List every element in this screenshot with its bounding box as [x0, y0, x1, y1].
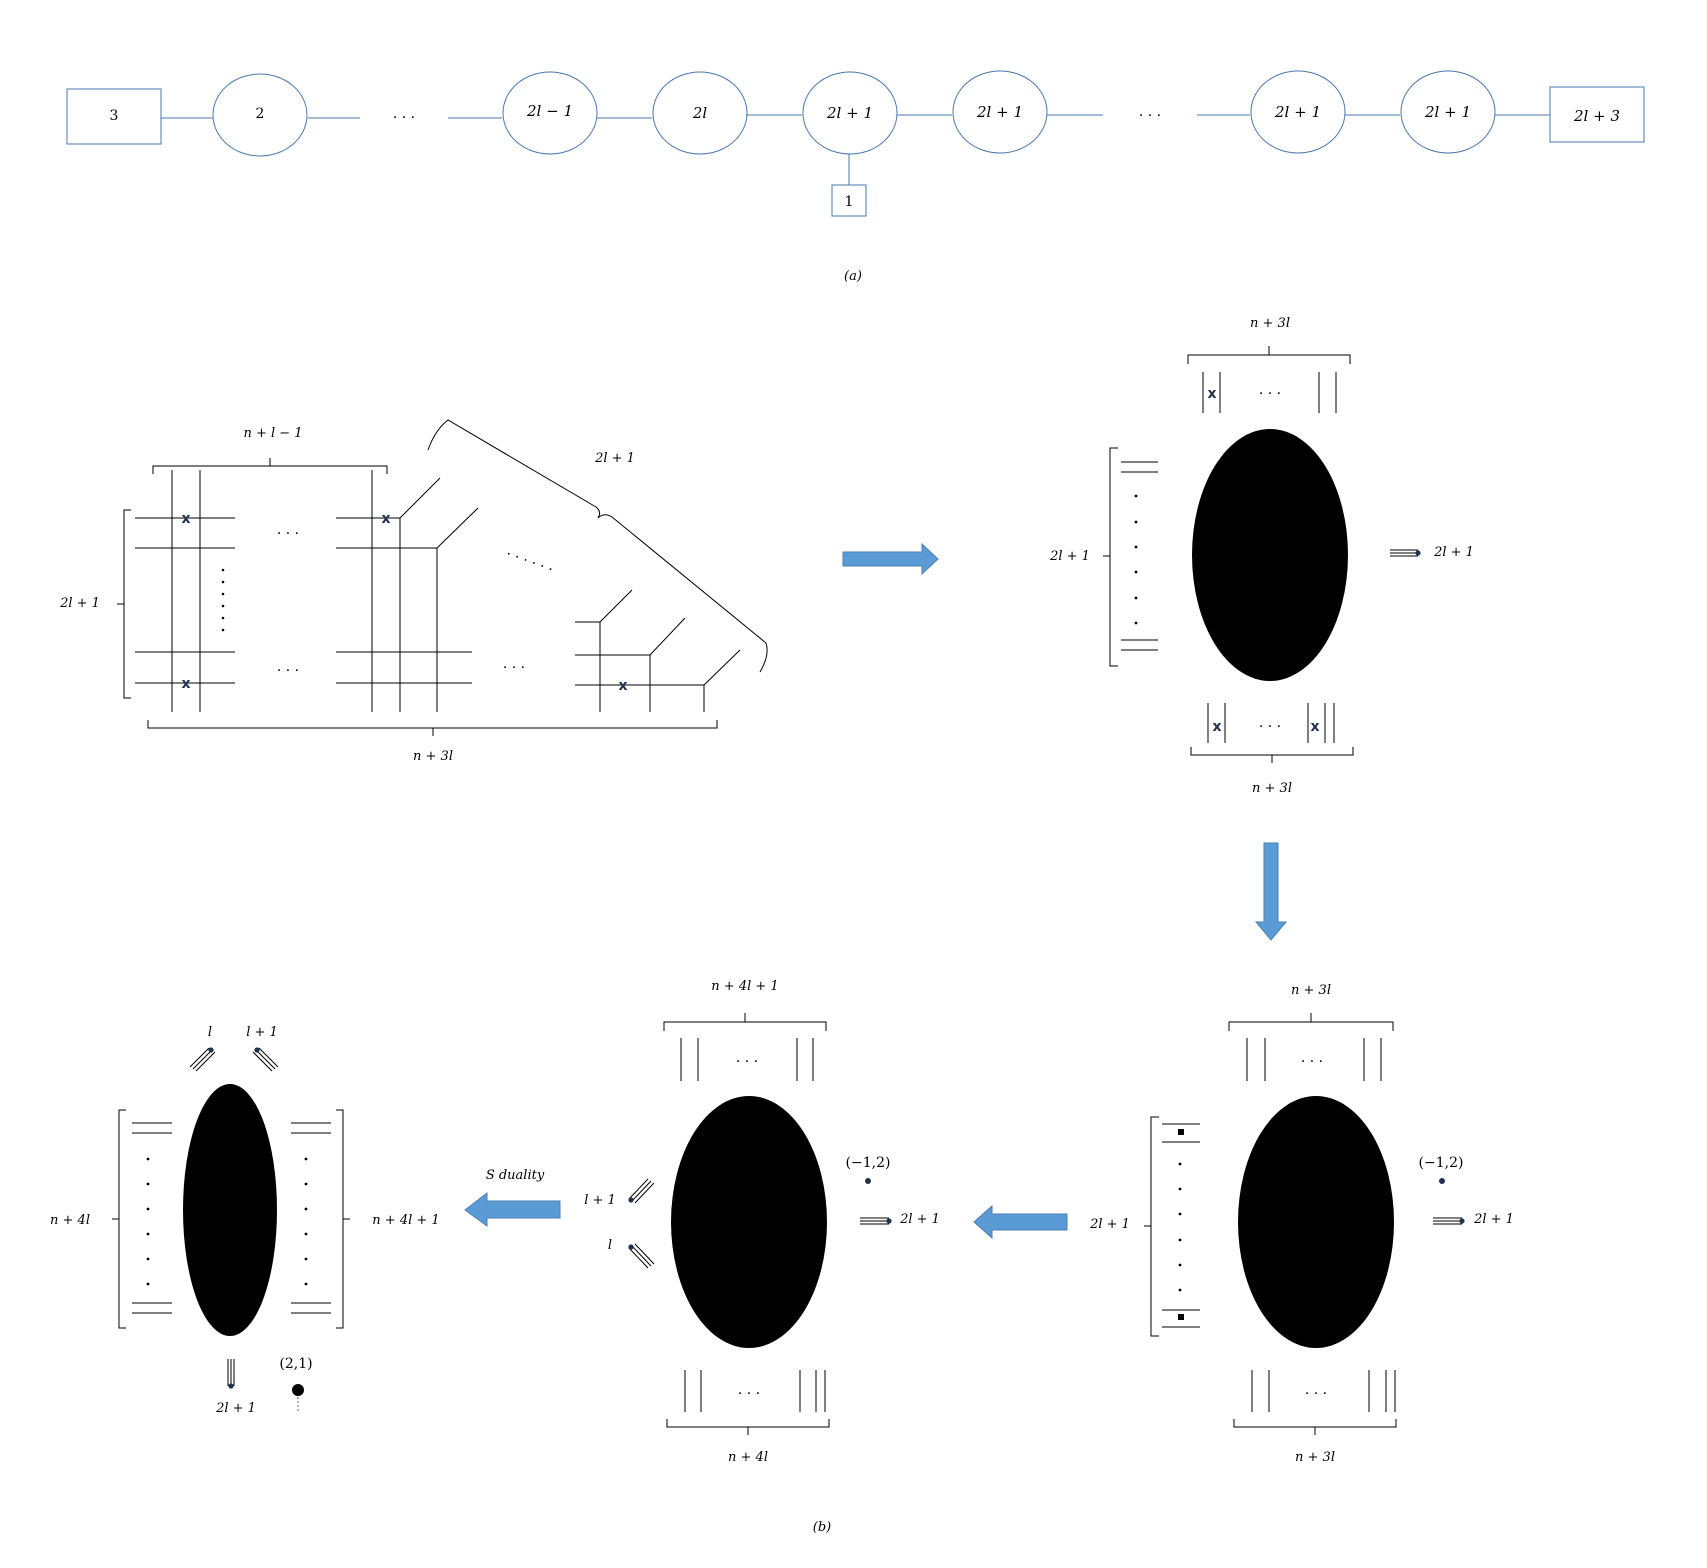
node-label: 2l + 1	[826, 104, 873, 122]
ellipsis: · · ·	[1259, 719, 1281, 735]
node-label: 2l + 1	[1424, 103, 1471, 121]
web1-braces	[117, 419, 768, 736]
web1-labels: n + l − 1 2l + 1 n + 3l 2l + 1	[59, 426, 635, 764]
node-label: 2l	[692, 104, 708, 122]
web-3: · · · · · · n + 3l 2l + 1 2l + 1 n + 3l …	[1089, 983, 1514, 1465]
web-5: l l + 1 n + 4l n + 4l + 1 2l + 1 (2,1)	[50, 1025, 440, 1416]
brace-label: n + 3l	[1250, 316, 1290, 331]
web-2: x x x · · · · · · n + 3l 2l + 1 2l + 1 n +…	[1049, 316, 1474, 796]
brace-label: 2l + 1	[215, 1401, 256, 1416]
x-mark: x	[181, 511, 190, 527]
gauge-node	[652, 71, 748, 155]
caption-a: (a)	[844, 269, 862, 284]
brace-label: 2l + 1	[1433, 545, 1474, 560]
node-label: 1	[845, 194, 854, 210]
node-label: 3	[110, 108, 119, 124]
svg-text:· · ·: · · ·	[1301, 1054, 1323, 1070]
ellipsis: · · ·	[393, 110, 415, 126]
ellipsis: · · ·	[1259, 386, 1281, 402]
brace-label: n + l − 1	[243, 426, 302, 441]
flavor-node-3	[66, 88, 162, 145]
gauge-node	[212, 73, 308, 157]
charge-label: (2,1)	[279, 1356, 312, 1372]
gauge-node	[952, 70, 1048, 154]
web1-dots: · · · · · · · · · · · · · · ·	[221, 526, 555, 679]
black-ellipse	[671, 1096, 827, 1348]
caption-b: (b)	[813, 1520, 831, 1535]
node-label: 2l + 3	[1573, 107, 1620, 125]
charge-label: (−1,2)	[1419, 1155, 1464, 1171]
brace-label: n + 4l	[728, 1450, 768, 1465]
x-mark: x	[618, 678, 627, 694]
flavor-node-1	[831, 184, 867, 217]
brace-label: n + 3l	[413, 749, 453, 764]
svg-text:· · ·: · · ·	[1305, 1386, 1327, 1402]
arrow-down	[1254, 842, 1288, 941]
web1-crosses: x x x x	[181, 511, 627, 694]
svg-text:x: x	[1207, 386, 1216, 402]
x-mark: x	[381, 511, 390, 527]
brace-label: 2l + 1	[1473, 1212, 1514, 1227]
brace-label: n + 3l	[1252, 781, 1292, 796]
ellipsis: · · ·	[277, 526, 299, 542]
svg-text:· · ·: · · ·	[736, 1054, 758, 1070]
ellipsis: · · ·	[1139, 108, 1161, 124]
flavor-node-2l3	[1549, 86, 1645, 143]
brace-label: 2l + 1	[594, 451, 635, 466]
black-ellipse	[183, 1084, 277, 1336]
svg-text:· · ·: · · ·	[738, 1386, 760, 1402]
brace-label: l + 1	[246, 1025, 278, 1040]
arrow-left	[973, 1204, 1068, 1240]
brace-label: n + 4l + 1	[711, 979, 778, 994]
charge-label: (−1,2)	[846, 1155, 891, 1171]
x-mark: x	[181, 676, 190, 692]
ellipsis: · · ·	[503, 660, 525, 676]
svg-text:x: x	[1310, 719, 1319, 735]
node-label: 2l − 1	[526, 102, 573, 120]
arrow-right	[842, 542, 939, 576]
brace-label: 2l + 1	[899, 1212, 940, 1227]
ellipsis: · · ·	[277, 663, 299, 679]
node-label: 2l + 1	[1274, 103, 1321, 121]
brace-label: 2l + 1	[1089, 1217, 1130, 1232]
quiver-labels: 3 2 2l − 1 2l 2l + 1 2l + 1 2l + 1 2l + …	[110, 102, 1620, 284]
brace-label: 2l + 1	[59, 596, 100, 611]
s-duality-label: S duality	[486, 1168, 545, 1183]
brace-label: n + 4l	[50, 1213, 90, 1228]
gauge-node	[1250, 70, 1346, 154]
brace-label: l	[608, 1238, 612, 1253]
black-ellipse	[1192, 429, 1348, 681]
brace-label: l + 1	[584, 1193, 616, 1208]
web-4: · · · · · · n + 4l + 1 n + 4l 2l + 1 l +…	[584, 979, 940, 1465]
gauge-node	[502, 71, 598, 155]
brace-label: n + 3l	[1291, 983, 1331, 998]
svg-text:x: x	[1212, 719, 1221, 735]
brace-label: n + 3l	[1295, 1450, 1335, 1465]
gauge-node	[802, 71, 898, 155]
black-ellipse	[1238, 1096, 1394, 1348]
node-label: 2	[256, 106, 265, 122]
brace-label: l	[208, 1025, 212, 1040]
diagonal-dots: · · · · · ·	[504, 546, 555, 578]
quiver-diagram	[66, 70, 1645, 217]
brane-web-1	[135, 470, 741, 712]
node-label: 2l + 1	[976, 103, 1023, 121]
brace-label: 2l + 1	[1049, 549, 1090, 564]
brace-label: n + 4l + 1	[372, 1213, 439, 1228]
arrow-s-duality	[464, 1191, 561, 1227]
gauge-node	[1400, 70, 1496, 154]
